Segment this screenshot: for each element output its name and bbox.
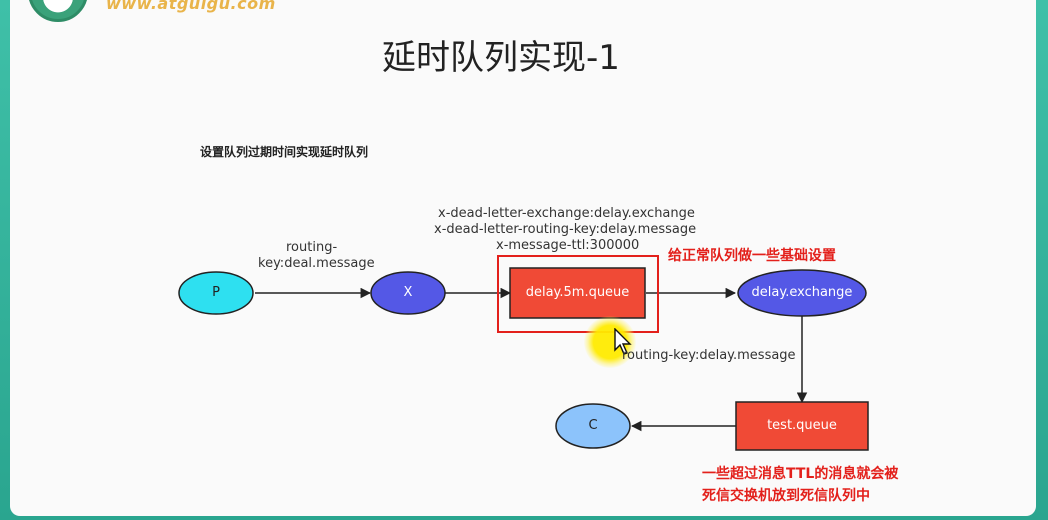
node-p-label: P xyxy=(212,285,220,300)
slide-subtitle: 设置队列过期时间实现延时队列 xyxy=(200,145,369,159)
edge-label-exchange-test: routing-key:delay.message xyxy=(622,348,796,363)
node-delay-exchange xyxy=(737,269,867,317)
note-queue-setting: 给正常队列做一些基础设置 xyxy=(668,248,836,264)
mouse-cursor-icon xyxy=(614,328,632,355)
node-test-queue xyxy=(735,401,869,451)
node-x xyxy=(370,271,446,315)
queue-highlight-box xyxy=(497,255,659,333)
node-p xyxy=(178,271,254,315)
node-c xyxy=(555,403,631,449)
queue-args-line1: x-dead-letter-exchange:delay.exchange xyxy=(438,206,695,221)
queue-args-line3: x-message-ttl:300000 xyxy=(496,238,640,253)
slide-title: 延时队列实现-1 xyxy=(382,38,620,78)
node-delay-exchange-label: delay.exchange xyxy=(751,285,853,300)
node-x-label: X xyxy=(403,285,413,300)
edge-label-p-x-line2: key:deal.message xyxy=(258,256,375,271)
logo-text: www.atguigu.com xyxy=(106,0,276,13)
node-c-label: C xyxy=(588,418,598,433)
node-test-queue-label: test.queue xyxy=(767,418,837,433)
note-dead-letter-line2: 死信交换机放到死信队列中 xyxy=(702,488,870,504)
node-delay-queue-label: delay.5m.queue xyxy=(525,285,630,300)
note-dead-letter-line1: 一些超过消息TTL的消息就会被 xyxy=(702,466,899,482)
queue-args-line2: x-dead-letter-routing-key:delay.message xyxy=(434,222,697,237)
node-delay-queue xyxy=(509,267,646,319)
edge-label-p-x-line1: routing- xyxy=(286,240,338,255)
